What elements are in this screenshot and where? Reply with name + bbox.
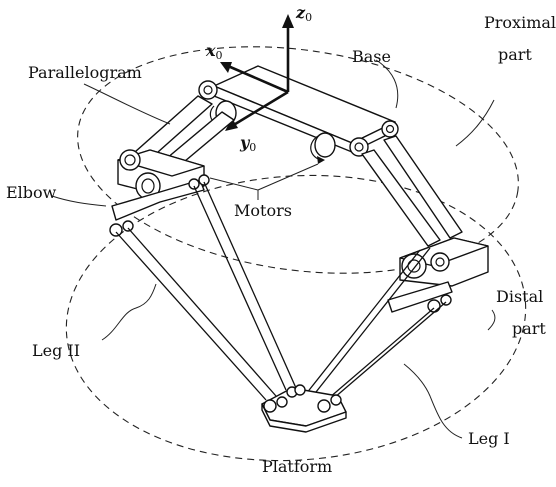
distal-part-label-line1: Distal (496, 287, 543, 306)
proximal-part-label-line1: Proximal (484, 13, 556, 32)
y-axis-label: y0 (239, 133, 256, 154)
platform (261, 384, 347, 433)
platform-label: Platform (262, 457, 332, 476)
distal-part-label-line2: part (512, 319, 546, 338)
left-proximal-arm (109, 95, 235, 237)
parallelogram-label: Parallelogram (28, 63, 142, 82)
proximal-part-region (77, 46, 519, 274)
distal-part-region (65, 174, 527, 462)
base-label: Base (352, 47, 391, 66)
motors-label: Motors (234, 201, 292, 220)
leg-ii-label: Leg II (32, 341, 80, 360)
z-axis-label: z0 (295, 3, 312, 24)
distal-rods (115, 181, 447, 405)
x-axis-label: x0 (205, 41, 223, 62)
base (198, 65, 399, 158)
coordinate-frame (220, 14, 294, 131)
proximal-part-label-line2: part (498, 45, 532, 64)
leader-lines (51, 59, 496, 439)
right-proximal-arm (361, 135, 489, 313)
elbow-label: Elbow (6, 183, 57, 202)
leg-i-label: Leg I (468, 429, 510, 448)
